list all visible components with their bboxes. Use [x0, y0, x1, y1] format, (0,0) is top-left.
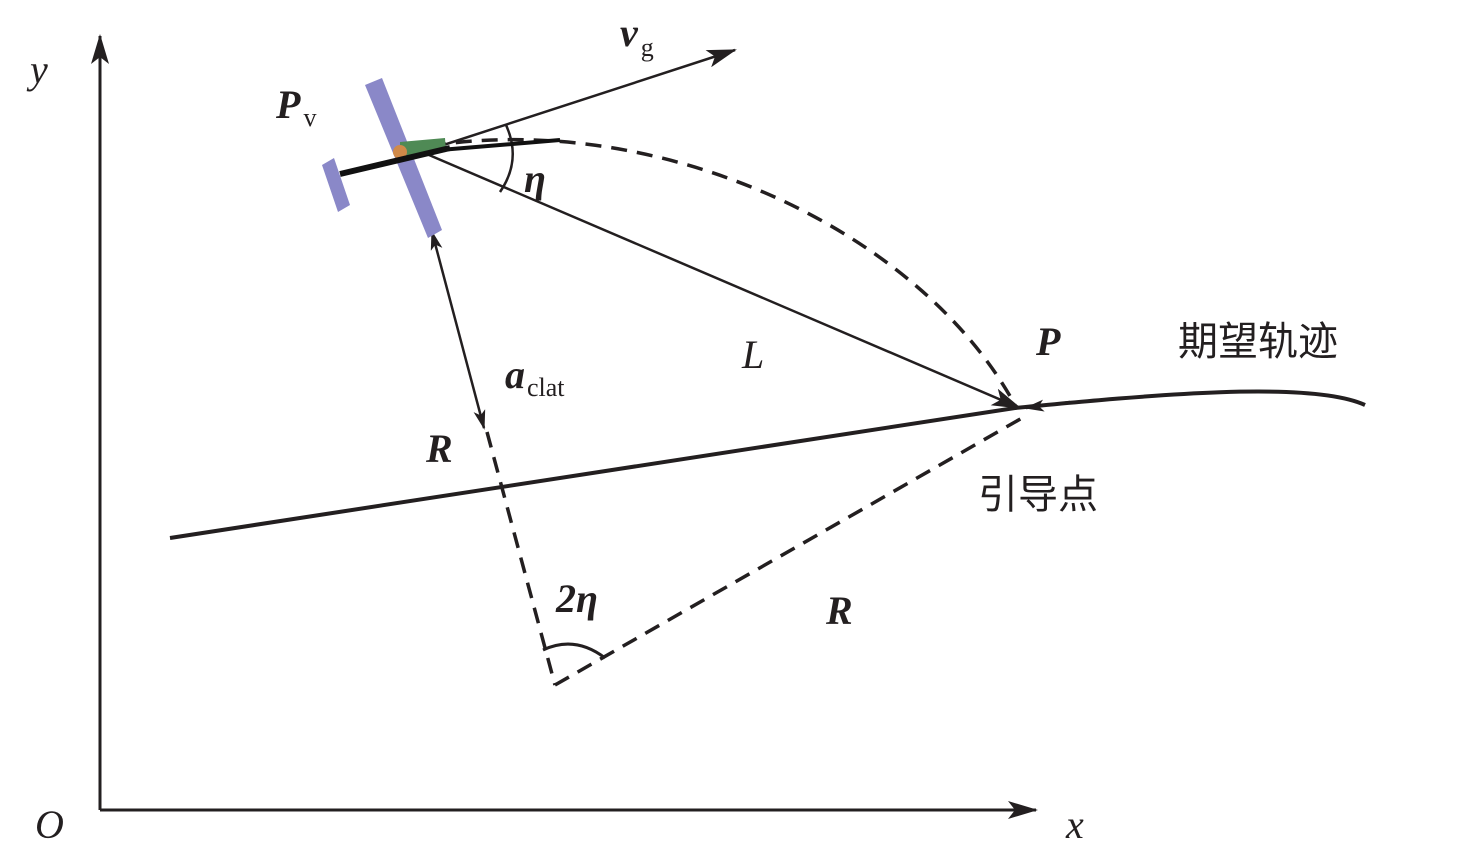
aclat-main: a	[505, 352, 525, 397]
p-arrow	[1024, 399, 1071, 412]
R-label-2: R	[825, 588, 853, 633]
L-line	[421, 150, 1022, 410]
radius-line-1	[485, 431, 557, 686]
vg-sub: g	[641, 33, 654, 62]
pv-sub: v	[303, 103, 316, 132]
P-label: P	[1035, 319, 1061, 364]
y-axis-label: y	[26, 47, 48, 92]
two-eta-label: 2η	[555, 576, 598, 621]
aclat-arrow	[430, 230, 486, 430]
aircraft-icon	[322, 78, 561, 238]
x-axis-label: x	[1065, 802, 1084, 846]
L-label: L	[741, 332, 764, 377]
vg-arrow	[421, 48, 737, 154]
origin-label: O	[35, 802, 64, 846]
eta-angle-arc	[498, 124, 514, 193]
eta-label: η	[524, 156, 546, 201]
vg-main: v	[620, 10, 639, 55]
radius-line-2	[554, 416, 1023, 687]
desired-trajectory-label: 期望轨迹	[1178, 319, 1338, 365]
dashed-arc	[429, 137, 1017, 406]
pv-main: P	[275, 82, 301, 127]
guide-point-label: 引导点	[978, 472, 1098, 518]
R-label-1: R	[425, 426, 453, 471]
two-eta-angle-arc	[542, 642, 606, 660]
aclat-label: aclat	[505, 352, 565, 402]
desired-trajectory-line	[169, 389, 1366, 540]
aclat-sub: clat	[527, 373, 565, 402]
